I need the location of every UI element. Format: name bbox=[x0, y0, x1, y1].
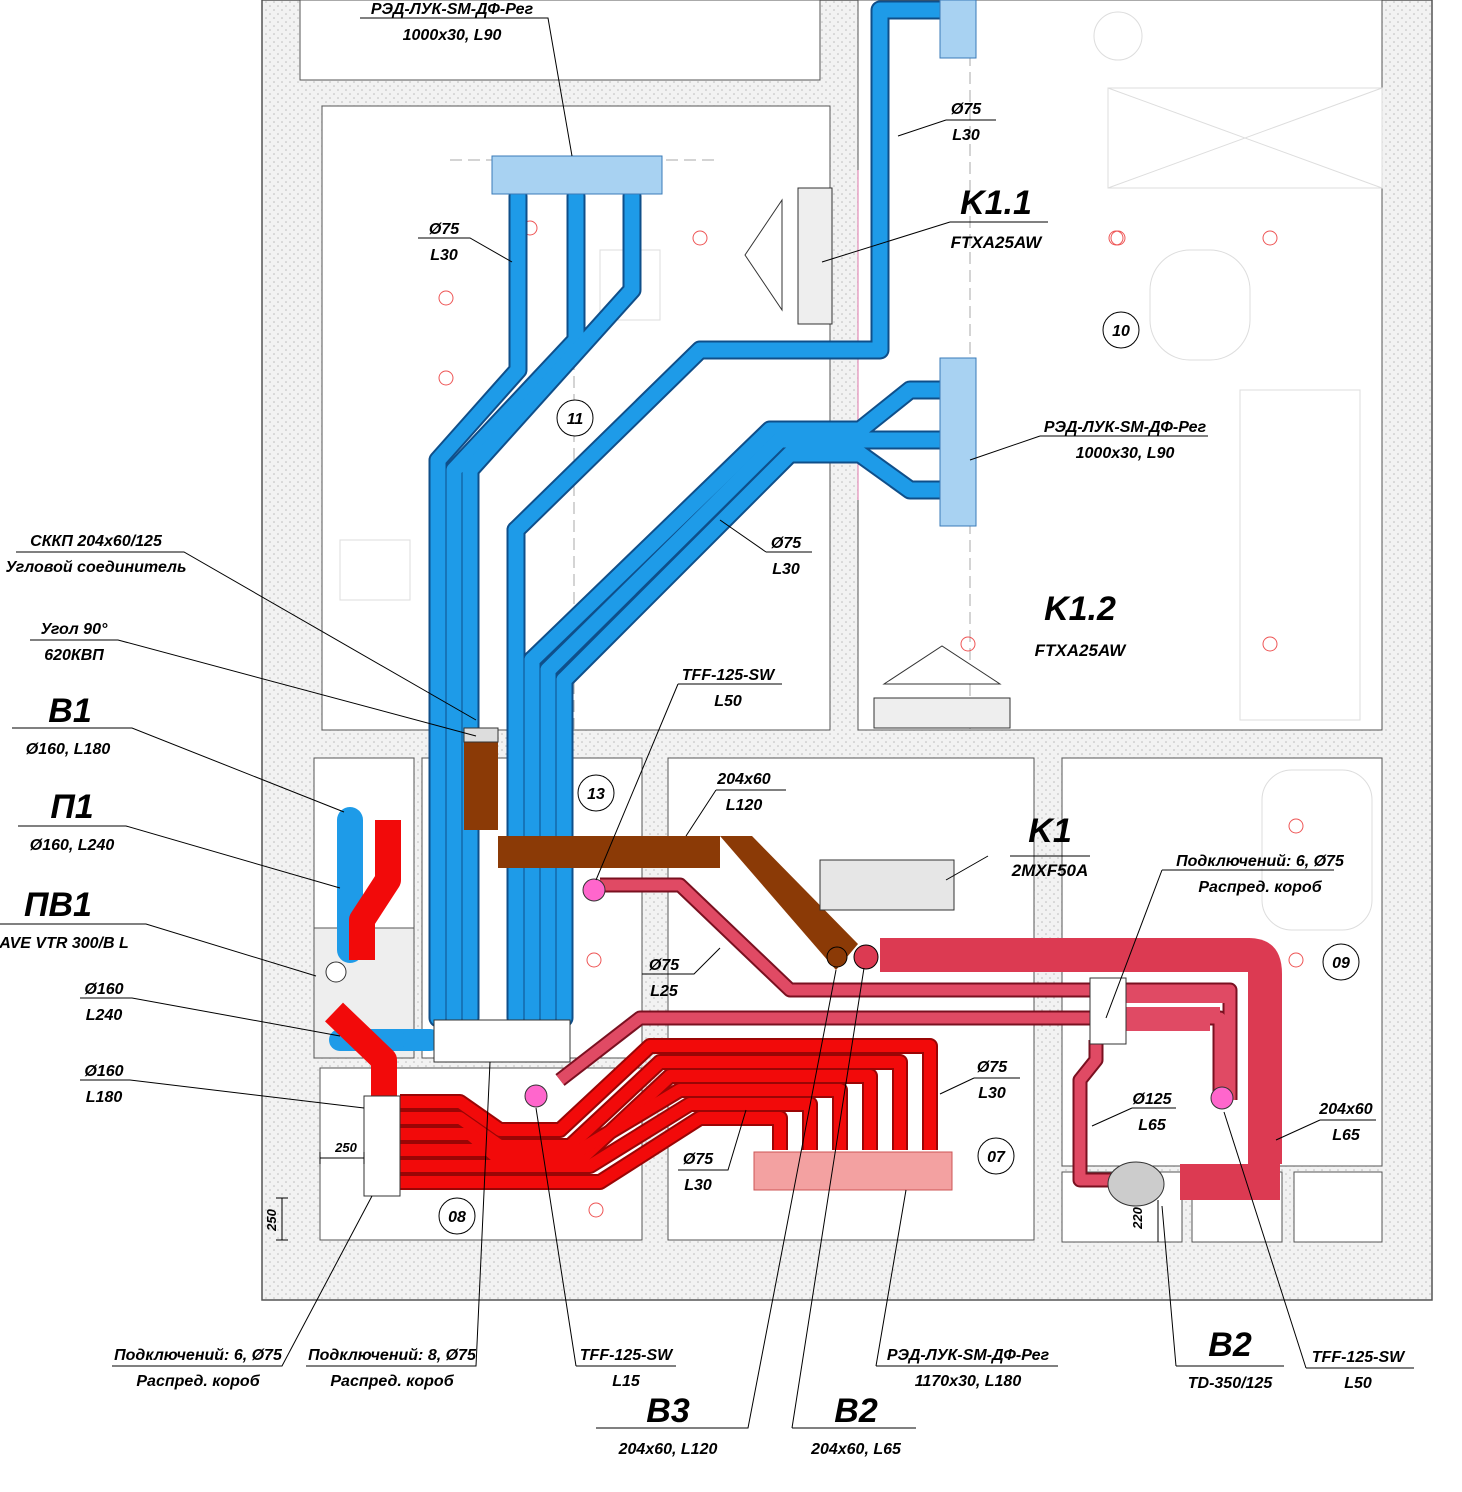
right-grille-l2: 1000х30, L90 bbox=[1076, 445, 1175, 462]
d75-07-l2: L30 bbox=[978, 1085, 1006, 1102]
red-supply-ducts bbox=[324, 820, 938, 1190]
room-07: 07 bbox=[987, 1149, 1006, 1166]
right-grille-l1: РЭД-ЛУК-SM-ДФ-Рег bbox=[1044, 419, 1207, 436]
b2-name: В2 bbox=[834, 1392, 878, 1430]
r204-65-right-l1: 204х60 bbox=[1318, 1101, 1372, 1118]
b1-name: В1 bbox=[48, 692, 91, 730]
exhaust-ducts bbox=[555, 877, 1238, 1188]
dim-250-vertical: 250 bbox=[264, 1208, 279, 1231]
grille-bottom-l1: РЭД-ЛУК-SM-ДФ-Рег bbox=[887, 1347, 1050, 1364]
b2-spec: 204х60, L65 bbox=[810, 1441, 902, 1458]
annotations: РЭД-ЛУК-SM-ДФ-Рег 1000х30, L90 РЭД-ЛУК-S… bbox=[0, 1, 1406, 1458]
leader-lines bbox=[0, 17, 1414, 1429]
equipment bbox=[325, 187, 1234, 1207]
supply-grilles bbox=[491, 0, 977, 527]
angle-l1: Угол 90° bbox=[41, 621, 108, 638]
d125-l2: L65 bbox=[1138, 1117, 1167, 1134]
dim-220: 220 bbox=[1130, 1206, 1145, 1229]
unit-k11-name: K1.1 bbox=[960, 184, 1032, 222]
p1-name: П1 bbox=[50, 788, 93, 826]
b3-spec: 204х60, L120 bbox=[618, 1441, 718, 1458]
room-10: 10 bbox=[1112, 323, 1130, 340]
d160-240-l1: Ø160 bbox=[84, 981, 123, 998]
b3-name: В3 bbox=[646, 1392, 690, 1430]
b2-td-spec: TD-350/125 bbox=[1188, 1375, 1274, 1392]
d75-room11-l2: L30 bbox=[430, 247, 458, 264]
tff-l50-bottom-l2: L50 bbox=[1344, 1375, 1372, 1392]
unit-k1-name: K1 bbox=[1028, 812, 1071, 850]
room-numbers: 11 10 13 09 07 08 bbox=[438, 311, 1360, 1235]
b2-td-name: В2 bbox=[1208, 1326, 1252, 1364]
d75-l25-l2: L25 bbox=[650, 983, 679, 1000]
tff-l15-l2: L15 bbox=[612, 1373, 641, 1390]
tff-top-l2: L50 bbox=[714, 693, 742, 710]
tff-l50-bottom-l1: TFF-125-SW bbox=[1312, 1349, 1406, 1366]
d75-08-l2: L30 bbox=[684, 1177, 712, 1194]
room-08: 08 bbox=[448, 1209, 466, 1226]
b1-spec: Ø160, L180 bbox=[26, 741, 111, 758]
r204-65-right-l2: L65 bbox=[1332, 1127, 1361, 1144]
tff-top-l1: TFF-125-SW bbox=[682, 667, 776, 684]
r204-120-l2: L120 bbox=[726, 797, 763, 814]
d160-240-l2: L240 bbox=[86, 1007, 123, 1024]
room-11: 11 bbox=[567, 411, 584, 428]
brown-duct bbox=[464, 740, 858, 970]
top-grille-l1: РЭД-ЛУК-SM-ДФ-Рег bbox=[371, 1, 534, 18]
p1-spec: Ø160, L240 bbox=[30, 837, 115, 854]
conn6-right-l2: Распред. короб bbox=[1198, 879, 1322, 896]
d160-180-l2: L180 bbox=[86, 1089, 123, 1106]
exhaust-rect-duct bbox=[853, 938, 1282, 1200]
pv1-spec: AVE VTR 300/B L bbox=[0, 935, 129, 952]
r204-120-l1: 204х60 bbox=[716, 771, 770, 788]
d160-180-l1: Ø160 bbox=[84, 1063, 123, 1080]
d75-mid-l2: L30 bbox=[772, 561, 800, 578]
skkp-l2: Угловой соединитель bbox=[6, 559, 187, 576]
d75-08-l1: Ø75 bbox=[683, 1151, 714, 1168]
dimension-lines bbox=[276, 1152, 1159, 1242]
room-09: 09 bbox=[1332, 955, 1350, 972]
room-13: 13 bbox=[587, 786, 605, 803]
d75-top-right-l2: L30 bbox=[952, 127, 980, 144]
pv1-name: ПВ1 bbox=[24, 886, 92, 924]
conn6-bottom-l2: Распред. короб bbox=[136, 1373, 260, 1390]
tff-l15-l1: TFF-125-SW bbox=[580, 1347, 674, 1364]
unit-k12-name: K1.2 bbox=[1044, 590, 1116, 628]
conn8-bottom-l1: Подключений: 8, Ø75 bbox=[308, 1347, 477, 1364]
supply-ducts bbox=[329, 0, 950, 1051]
unit-k1-model: 2MXF50A bbox=[1011, 861, 1089, 880]
top-grille-l2: 1000х30, L90 bbox=[403, 27, 502, 44]
unit-k12-model: FTXA25AW bbox=[1035, 641, 1128, 660]
exhaust-grille bbox=[753, 1151, 953, 1191]
d75-l25-l1: Ø75 bbox=[649, 957, 680, 974]
conn8-bottom-l2: Распред. короб bbox=[330, 1373, 454, 1390]
d75-room11-l1: Ø75 bbox=[429, 221, 460, 238]
conn6-bottom-l1: Подключений: 6, Ø75 bbox=[114, 1347, 283, 1364]
grille-bottom-l2: 1170х30, L180 bbox=[915, 1373, 1022, 1390]
dim-250-horizontal: 250 bbox=[334, 1140, 357, 1155]
conn6-right-l1: Подключений: 6, Ø75 bbox=[1176, 853, 1345, 870]
unit-k11-model: FTXA25AW bbox=[951, 233, 1044, 252]
d75-07-l1: Ø75 bbox=[977, 1059, 1008, 1076]
angle-l2: 620КВП bbox=[44, 647, 104, 664]
skkp-l1: СККП 204х60/125 bbox=[30, 533, 163, 550]
d75-mid-l1: Ø75 bbox=[771, 535, 802, 552]
d125-l1: Ø125 bbox=[1132, 1091, 1172, 1108]
d75-top-right-l1: Ø75 bbox=[951, 101, 982, 118]
unit-labels: K1.1 FTXA25AW K1.2 FTXA25AW K1 2MXF50A bbox=[951, 184, 1128, 880]
